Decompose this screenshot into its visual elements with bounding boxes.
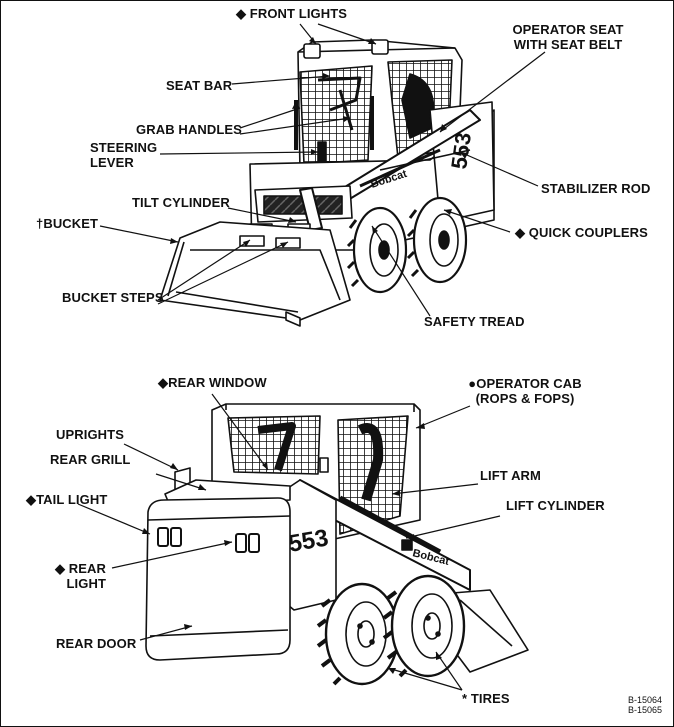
front-view-arrowheads: [170, 37, 468, 248]
tail-light-left: [157, 527, 169, 547]
front-tire-2: [406, 196, 468, 284]
front-view-leaders: [99, 23, 546, 317]
lift-cylinder-rear: [338, 495, 442, 555]
label-rear-door: REAR DOOR: [56, 636, 137, 651]
label-steering-lever-line1: STEERING: [90, 140, 158, 155]
label-operator-cab: ●OPERATOR CAB (ROPS & FOPS): [460, 376, 590, 406]
stabilizer-rod: [359, 148, 441, 188]
front-view-machine: 553 Bobcat: [159, 39, 495, 327]
label-stabilizer-rod: STABILIZER ROD: [541, 181, 651, 196]
rear-window-screen: [227, 415, 321, 475]
rear-view-leaders: [77, 393, 501, 691]
tail-light-right: [170, 527, 182, 547]
front-bucket: [159, 221, 351, 321]
label-tilt-cylinder: TILT CYLINDER: [132, 195, 230, 210]
cab-front-screen: [299, 65, 373, 165]
bucket-step-right: [275, 237, 301, 249]
operator-seat: [401, 73, 435, 139]
front-tire-1: [346, 206, 408, 294]
rear-view-arrowheads: [142, 423, 442, 674]
label-steering-lever: STEERING LEVER: [90, 140, 157, 170]
label-safety-tread: SAFETY TREAD: [424, 314, 525, 329]
label-rear-light-line2: LIGHT: [66, 576, 106, 591]
label-operator-cab-line1: ●OPERATOR CAB: [468, 376, 582, 391]
label-rear-light: ◆ REAR LIGHT: [40, 561, 106, 591]
rear-view-machine: Bobcat 553: [145, 403, 529, 686]
steering-lever: [317, 141, 327, 165]
figure-ref-2: B-15065: [628, 705, 663, 715]
front-light-left: [303, 43, 321, 59]
label-seat-bar: SEAT BAR: [166, 78, 233, 93]
label-steering-lever-line2: LEVER: [90, 155, 134, 170]
label-tail-light: ◆TAIL LIGHT: [26, 492, 108, 507]
label-lift-cylinder: LIFT CYLINDER: [506, 498, 605, 513]
label-quick-couplers: ◆ QUICK COUPLERS: [515, 225, 648, 240]
figure-ref-1: B-15064: [628, 695, 663, 705]
rear-tire-1: [316, 582, 400, 686]
label-front-lights: ◆ FRONT LIGHTS: [236, 6, 348, 21]
label-grab-handles: GRAB HANDLES: [136, 122, 242, 137]
bucket-step-left: [239, 235, 265, 247]
label-lift-arm: LIFT ARM: [480, 468, 541, 483]
label-operator-seat-line2: WITH SEAT BELT: [513, 37, 623, 52]
label-tires: * TIRES: [462, 691, 510, 706]
rear-light-right: [248, 533, 260, 553]
label-uprights: UPRIGHTS: [56, 427, 124, 442]
label-operator-seat: OPERATOR SEAT WITH SEAT BELT: [506, 22, 630, 52]
label-bucket-steps: BUCKET STEPS: [62, 290, 164, 305]
label-bucket: †BUCKET: [36, 216, 99, 231]
label-operator-seat-line1: OPERATOR SEAT: [512, 22, 624, 37]
label-rear-grill: REAR GRILL: [50, 452, 131, 467]
rear-light-left: [235, 533, 247, 553]
label-operator-cab-line2: (ROPS & FOPS): [475, 391, 575, 406]
rear-tire-2: [382, 574, 466, 678]
label-rear-light-line1: ◆ REAR: [54, 561, 106, 576]
tilt-cylinder: [299, 187, 323, 231]
label-rear-window: ◆REAR WINDOW: [158, 375, 267, 390]
